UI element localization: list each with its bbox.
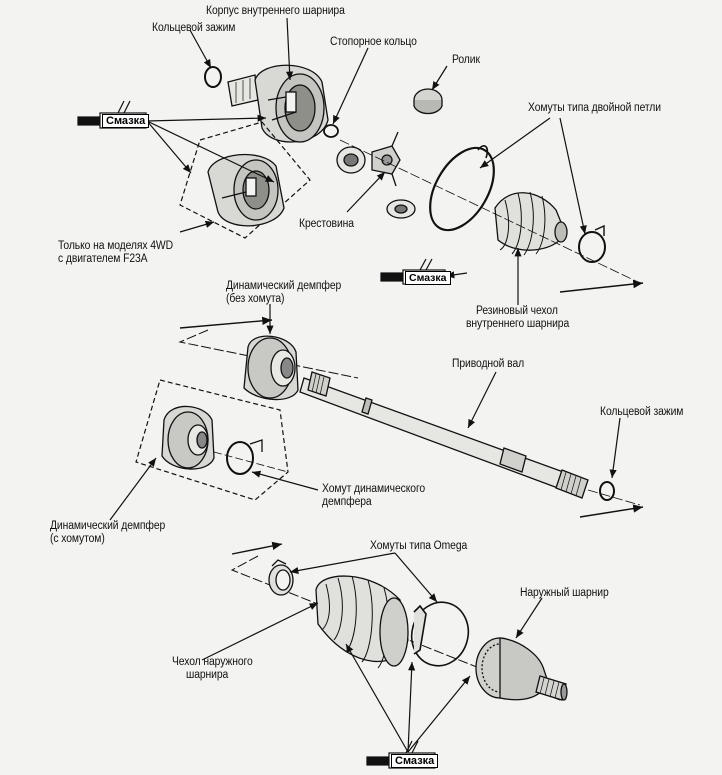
inner-housing-part bbox=[227, 64, 329, 143]
label-grease-top: Смазка bbox=[102, 114, 150, 128]
label-outer-joint: Наружный шарнир bbox=[520, 587, 609, 599]
label-damper-no-clamp-line2: (без хомута) bbox=[226, 293, 285, 305]
label-circlip-top: Кольцевой зажим bbox=[152, 22, 236, 34]
inner-boot-part bbox=[494, 191, 568, 256]
label-damper-no-clamp-line1: Динамический демпфер bbox=[226, 280, 342, 292]
outer-boot-part bbox=[315, 575, 409, 669]
label-roller: Ролик bbox=[452, 54, 480, 66]
dynamic-damper-no-clamp-part bbox=[243, 335, 299, 401]
circlip-right-part bbox=[599, 481, 615, 501]
label-grease-middle: Смазка bbox=[405, 271, 451, 285]
label-models-4wd-line2: с двигателем F23A bbox=[58, 253, 148, 265]
label-inner-boot-line2: внутреннего шарнира bbox=[466, 318, 570, 330]
label-models-4wd-line1: Только на моделях 4WD bbox=[58, 240, 174, 252]
label-grease-bottom: Смазка bbox=[391, 754, 439, 768]
label-circlip-right: Кольцевой зажим bbox=[600, 406, 684, 418]
label-driveshaft: Приводной вал bbox=[452, 358, 525, 370]
label-damper-clamp-line1: Хомут динамического bbox=[322, 483, 426, 495]
damper-clamp-part bbox=[226, 441, 254, 475]
damper-with-clamp-box bbox=[135, 379, 289, 501]
double-loop-clamp-small bbox=[578, 231, 606, 263]
label-damper-clamp-line2: демпфера bbox=[322, 496, 372, 508]
omega-clamp-small bbox=[268, 559, 294, 596]
models-4wd-box bbox=[179, 121, 311, 239]
label-stop-ring: Стопорное кольцо bbox=[330, 36, 417, 48]
double-loop-clamp-large bbox=[429, 146, 495, 232]
label-inner-housing: Корпус внутреннего шарнира bbox=[206, 5, 345, 17]
outer-joint-part bbox=[475, 637, 568, 701]
label-inner-boot-line1: Резиновый чехол bbox=[476, 305, 558, 317]
omega-clamp-large bbox=[410, 601, 470, 667]
label-outer-boot-line1: Чехол наружного bbox=[172, 656, 253, 668]
label-outer-boot-line2: шарнира bbox=[186, 669, 229, 681]
spider-part bbox=[336, 131, 416, 219]
circlip-top-part bbox=[204, 66, 222, 88]
label-damper-with-clamp-line2: (с хомутом) bbox=[50, 533, 105, 545]
label-omega-clamps: Хомуты типа Omega bbox=[370, 540, 468, 552]
label-damper-with-clamp-line1: Динамический демпфер bbox=[50, 520, 166, 532]
driveshaft-part bbox=[299, 371, 589, 499]
stop-ring-part bbox=[323, 124, 339, 138]
roller-part bbox=[413, 88, 443, 115]
label-double-loop-clamps: Хомуты типа двойной петли bbox=[528, 102, 661, 114]
label-spider: Крестовина bbox=[299, 218, 354, 230]
